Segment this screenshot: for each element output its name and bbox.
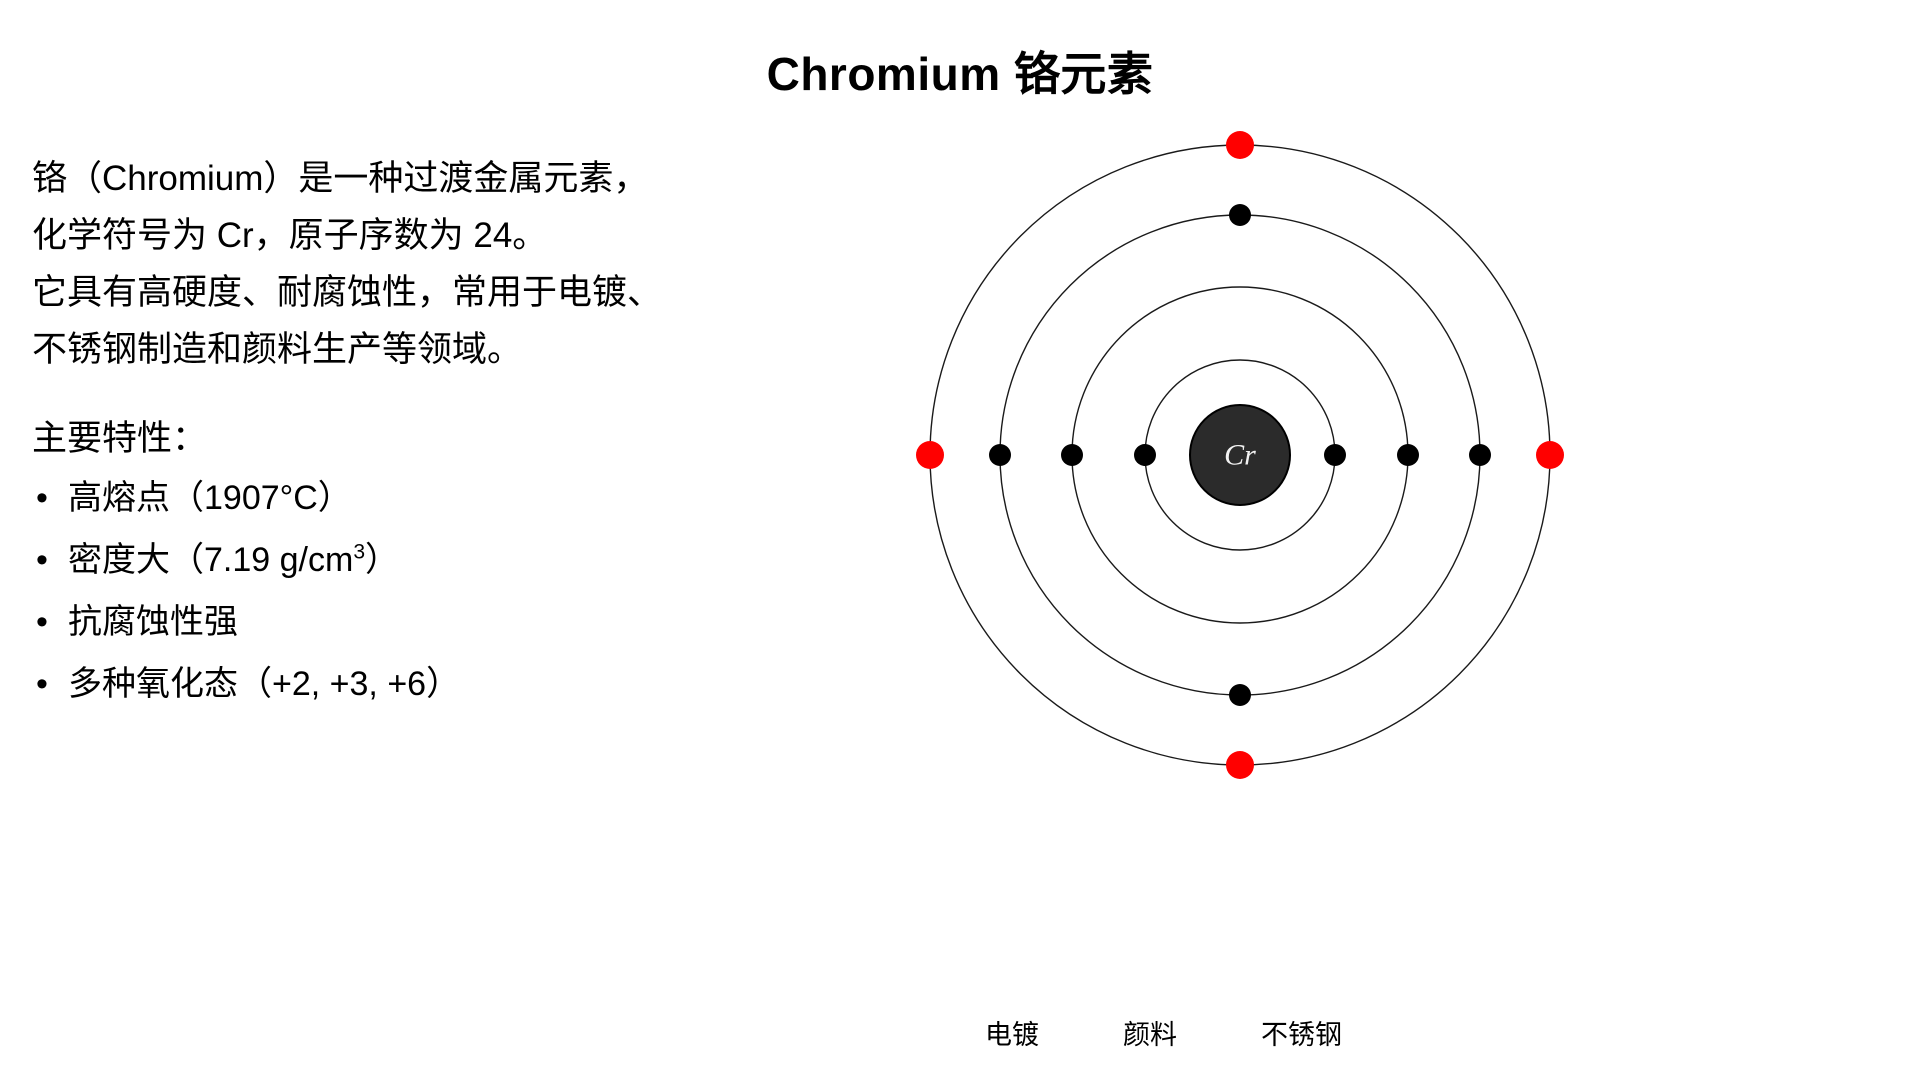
electron-shell2-2: [1397, 444, 1419, 466]
description-paragraph: 铬（Chromium）是一种过渡金属元素， 化学符号为 Cr，原子序数为 24。…: [32, 150, 872, 378]
electron-shell4-8: [1536, 441, 1564, 469]
feature-item-oxidation-states: • 多种氧化态（+2, +3, +6）: [32, 653, 872, 715]
bullet-icon: •: [36, 603, 48, 641]
feature-item-corrosion-resistance: • 抗腐蚀性强: [32, 591, 872, 653]
electron-shell1-0: [1324, 444, 1346, 466]
electron-shell3-7: [1229, 684, 1251, 706]
feature-item-label: 高熔点（1907°C）: [68, 479, 352, 517]
electron-shell1-1: [1134, 444, 1156, 466]
electrons-group: [916, 131, 1564, 779]
bullet-icon: •: [36, 541, 48, 579]
application-label-pigment: 颜料: [1123, 1020, 1177, 1050]
atom-svg: Cr: [916, 131, 1564, 779]
electron-shell2-3: [1061, 444, 1083, 466]
feature-item-density: • 密度大（7.19 g/cm3）: [32, 529, 872, 591]
electron-shell4-9: [916, 441, 944, 469]
feature-item-label: 密度大（7.19 g/cm: [68, 541, 354, 579]
feature-item-label: 抗腐蚀性强: [68, 603, 238, 641]
application-label-electroplating: 电镀: [985, 1020, 1039, 1050]
features-list: • 高熔点（1907°C） • 密度大（7.19 g/cm3） • 抗腐蚀性强 …: [32, 467, 872, 715]
electron-shell3-5: [989, 444, 1011, 466]
electron-shell3-6: [1229, 204, 1251, 226]
feature-item-label-suffix: ）: [365, 541, 400, 579]
feature-item-melting-point: • 高熔点（1907°C）: [32, 467, 872, 529]
description-panel: 铬（Chromium）是一种过渡金属元素， 化学符号为 Cr，原子序数为 24。…: [32, 150, 872, 715]
nucleus-circle: [1189, 404, 1291, 506]
description-line-4: 不锈钢制造和颜料生产等领域。: [32, 330, 523, 369]
bullet-icon: •: [36, 479, 48, 517]
description-line-1: 铬（Chromium）是一种过渡金属元素，: [32, 159, 649, 198]
superscript-exponent: 3: [353, 540, 366, 564]
application-label-stainless-steel: 不锈钢: [1261, 1020, 1342, 1050]
feature-item-label: 多种氧化态（+2, +3, +6）: [68, 665, 461, 703]
nucleus-symbol-label: Cr: [1224, 439, 1256, 472]
electron-shell4-10: [1226, 131, 1254, 159]
bohr-atom-diagram: Cr: [890, 105, 1590, 805]
application-labels-row: 电镀 颜料 不锈钢: [985, 1013, 1505, 1052]
description-line-2: 化学符号为 Cr，原子序数为 24。: [32, 216, 548, 255]
electron-shell4-11: [1226, 751, 1254, 779]
bullet-icon: •: [36, 665, 48, 703]
features-heading: 主要特性：: [32, 419, 208, 458]
electron-shell3-4: [1469, 444, 1491, 466]
page-title: Chromium 铬元素: [766, 48, 1154, 100]
description-line-3: 它具有高硬度、耐腐蚀性，常用于电镀、: [32, 273, 663, 312]
